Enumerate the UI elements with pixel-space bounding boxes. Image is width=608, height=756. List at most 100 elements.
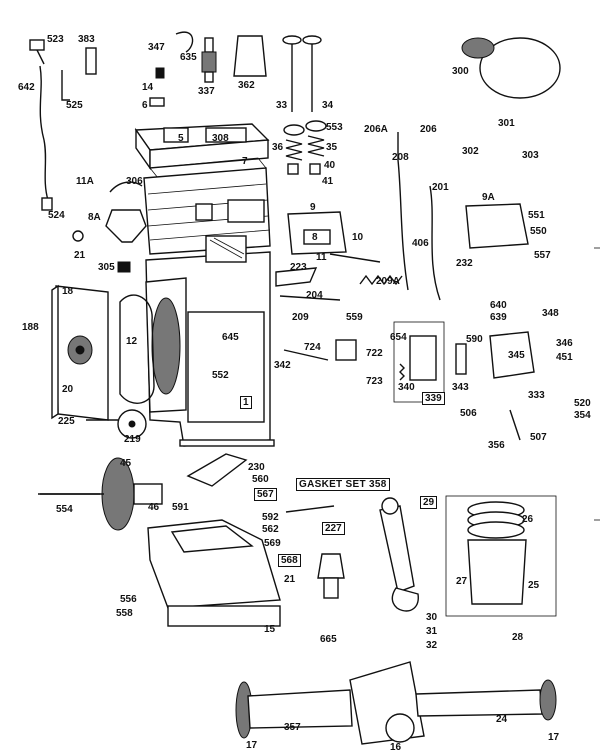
label-223: 223 xyxy=(290,262,307,273)
label-34: 34 xyxy=(322,100,334,111)
label-12: 12 xyxy=(126,336,138,347)
label-8: 8 xyxy=(312,232,318,243)
label-300: 300 xyxy=(452,66,469,77)
label-560: 560 xyxy=(252,474,269,485)
valve-springs xyxy=(283,120,327,175)
label-21-base: 21 xyxy=(284,574,296,585)
piston-28 xyxy=(445,495,557,617)
breather-cover-9A xyxy=(465,203,529,249)
gasket-12 xyxy=(119,294,155,404)
label-551: 551 xyxy=(528,210,545,221)
label-5: 5 xyxy=(178,133,184,144)
label-9A: 9A xyxy=(482,192,495,203)
label-347: 347 xyxy=(148,42,165,53)
label-10: 10 xyxy=(352,232,364,243)
lever-230 xyxy=(186,453,248,487)
label-305: 305 xyxy=(98,262,115,273)
bar-lines xyxy=(594,247,600,521)
oil-base xyxy=(147,519,281,627)
label-17-right: 17 xyxy=(548,732,560,743)
label-339: 339 xyxy=(422,392,445,405)
air-cleaner-8A xyxy=(105,209,147,243)
label-40: 40 xyxy=(324,160,336,171)
label-635: 635 xyxy=(180,52,197,63)
fuel-fitting-665 xyxy=(317,553,345,599)
label-520: 520 xyxy=(574,398,591,409)
label-209: 209 xyxy=(292,312,309,323)
label-590: 590 xyxy=(466,334,483,345)
piston-rings-26 xyxy=(467,501,525,539)
label-354: 354 xyxy=(574,410,591,421)
rod-406 xyxy=(397,132,441,301)
filter-cartridge-300 xyxy=(461,37,561,99)
label-591: 591 xyxy=(172,502,189,513)
label-232: 232 xyxy=(456,258,473,269)
label-665: 665 xyxy=(320,634,337,645)
label-723: 723 xyxy=(366,376,383,387)
label-559: 559 xyxy=(346,312,363,323)
valve-33 xyxy=(282,35,302,112)
label-639: 639 xyxy=(490,312,507,323)
label-31: 31 xyxy=(426,626,438,637)
label-337: 337 xyxy=(198,86,215,97)
lever-342 xyxy=(283,349,329,361)
label-45: 45 xyxy=(120,458,132,469)
breather-part-523 xyxy=(29,39,45,65)
label-33: 33 xyxy=(276,100,288,111)
label-16: 16 xyxy=(390,742,402,753)
valve-34 xyxy=(302,35,322,112)
lever-356 xyxy=(509,409,521,441)
label-35: 35 xyxy=(326,142,338,153)
label-345: 345 xyxy=(508,350,525,361)
label-592: 592 xyxy=(262,512,279,523)
crankshaft xyxy=(235,661,557,745)
label-14: 14 xyxy=(142,82,154,93)
label-46: 46 xyxy=(148,502,160,513)
label-556: 556 xyxy=(120,594,137,605)
link-223 xyxy=(275,267,318,287)
label-27: 27 xyxy=(456,576,468,587)
label-188: 188 xyxy=(22,322,39,333)
fuel-cup-362 xyxy=(233,35,267,77)
label-567: 567 xyxy=(254,488,277,501)
label-346: 346 xyxy=(556,338,573,349)
label-7: 7 xyxy=(242,156,248,167)
label-20: 20 xyxy=(62,384,74,395)
label-724: 724 xyxy=(304,342,321,353)
bracket-525 xyxy=(61,70,70,101)
cover-345 xyxy=(489,331,535,379)
label-523: 523 xyxy=(47,34,64,45)
label-8A: 8A xyxy=(88,212,101,223)
label-357: 357 xyxy=(284,722,301,733)
label-206A: 206A xyxy=(364,124,388,135)
gasket-set-label: GASKET SET 358 xyxy=(296,478,390,491)
label-17-left: 17 xyxy=(246,740,258,751)
label-568: 568 xyxy=(278,554,301,567)
label-208: 208 xyxy=(392,152,409,163)
connecting-rod-29 xyxy=(379,497,419,612)
label-342: 342 xyxy=(274,360,291,371)
bracket-343 xyxy=(455,343,467,375)
base-plate-18 xyxy=(51,284,109,421)
label-340: 340 xyxy=(398,382,415,393)
label-558: 558 xyxy=(116,608,133,619)
tube-11 xyxy=(329,253,381,263)
spark-plug-wire-642 xyxy=(39,65,53,211)
elbow-347 xyxy=(175,31,194,53)
small-parts-14-6 xyxy=(149,67,165,107)
label-569: 569 xyxy=(264,538,281,549)
label-206: 206 xyxy=(420,124,437,135)
spring-209A xyxy=(359,274,403,286)
label-654: 654 xyxy=(390,332,407,343)
label-29: 29 xyxy=(420,496,438,509)
label-201: 201 xyxy=(432,182,449,193)
label-552: 552 xyxy=(212,370,229,381)
fitting-21 xyxy=(72,230,84,242)
label-28: 28 xyxy=(512,632,524,643)
label-524: 524 xyxy=(48,210,65,221)
label-11A: 11A xyxy=(76,176,94,187)
rod-209 xyxy=(279,295,341,301)
label-645: 645 xyxy=(222,332,239,343)
